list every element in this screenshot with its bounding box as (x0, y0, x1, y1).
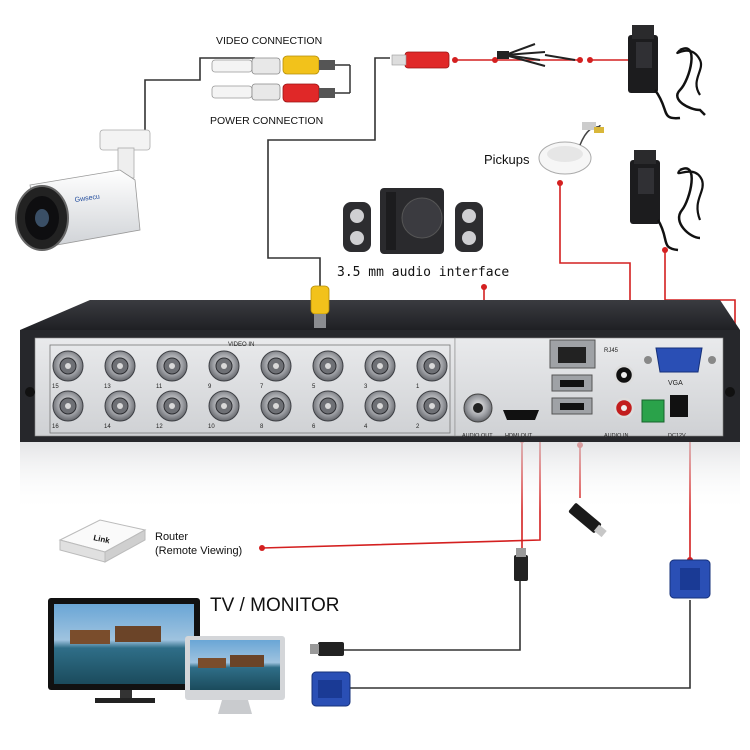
hdmi-connector-icon (514, 548, 528, 581)
router-icon: Link (58, 519, 147, 563)
bnc-port-number: 4 (364, 424, 368, 430)
bnc-port-number: 5 (312, 384, 316, 390)
bnc-video-port (312, 390, 344, 422)
bnc-video-port (364, 350, 396, 382)
bnc-video-port (364, 390, 396, 422)
bnc-port-number: 9 (208, 384, 212, 390)
monitor-icon (48, 598, 200, 703)
cables (144, 57, 691, 689)
bnc-port-number: 1 (416, 384, 420, 390)
bnc-video-port (416, 390, 448, 422)
vga-connector-icon (311, 671, 351, 707)
vga-label: VGA (668, 380, 683, 387)
audio-in-ports (613, 364, 635, 419)
hdmi-out-label: HDMI OUT (505, 433, 533, 439)
bnc-video-port (156, 350, 188, 382)
bnc-port-number: 14 (104, 424, 111, 430)
speaker-icon (343, 188, 483, 254)
bnc-port-number: 11 (156, 384, 163, 390)
bnc-port-number: 10 (208, 424, 215, 430)
audio-out-port (463, 393, 493, 423)
bnc-port-number: 15 (52, 384, 59, 390)
bnc-port-number: 2 (416, 424, 420, 430)
bnc-video-port (156, 390, 188, 422)
microphone-icon (538, 122, 604, 175)
camera-icon: Gwsecu (15, 129, 151, 251)
video-power-connectors (211, 51, 450, 103)
bnc-video-port (416, 350, 448, 382)
audio-out-label: AUDIO OUT (462, 433, 493, 439)
bnc-video-port (208, 390, 240, 422)
bnc-video-port (52, 390, 84, 422)
bnc-port-grid: 15 13 11 9 7 5 3 1 16 14 12 10 8 6 4 2 (52, 350, 448, 430)
video-in-label: VIDEO IN (228, 342, 254, 348)
router-label: Router (155, 531, 188, 543)
camera-brand: Gwsecu (74, 194, 100, 204)
bnc-video-port (104, 390, 136, 422)
bnc-port-number: 8 (260, 424, 264, 430)
dc12v-label: DC12V (668, 433, 686, 439)
router-brand: Link (93, 533, 111, 545)
bnc-video-port (104, 350, 136, 382)
audio-interface-label: 3.5 mm audio interface (337, 265, 509, 280)
vga-connector-icon (669, 559, 711, 599)
bnc-video-port (260, 390, 292, 422)
usb-ports (551, 374, 593, 415)
usb-drive-icon (568, 503, 607, 538)
power-adapter-icon (630, 150, 704, 252)
bnc-video-port (52, 350, 84, 382)
bnc-video-port (208, 350, 240, 382)
bnc-port-number: 3 (364, 384, 368, 390)
tv-monitor-label: TV / MONITOR (210, 595, 339, 616)
pickups-label: Pickups (484, 152, 530, 167)
monitor-icon (185, 636, 285, 714)
hdmi-connector-icon (310, 642, 344, 656)
hdmi-port (503, 410, 539, 420)
audio-in-label: AUDIO IN (604, 433, 628, 439)
bnc-port-number: 12 (156, 424, 163, 430)
bnc-video-port (312, 350, 344, 382)
power-adapter-icon (628, 25, 706, 120)
bnc-port-number: 6 (312, 424, 316, 430)
bnc-port-number: 16 (52, 424, 59, 430)
router-sub-label: (Remote Viewing) (155, 545, 242, 557)
video-connection-label: VIDEO CONNECTION (216, 35, 322, 47)
rj45-label: RJ45 (604, 348, 619, 354)
video-plug-icon (310, 285, 330, 328)
rj45-port (549, 339, 596, 369)
vga-port (644, 347, 716, 373)
bnc-video-port (260, 350, 292, 382)
dc12v-port (641, 395, 688, 423)
power-splitter-icon (497, 43, 576, 67)
power-connection-label: POWER CONNECTION (210, 115, 323, 127)
bnc-port-number: 7 (260, 384, 264, 390)
bnc-port-number: 13 (104, 384, 111, 390)
